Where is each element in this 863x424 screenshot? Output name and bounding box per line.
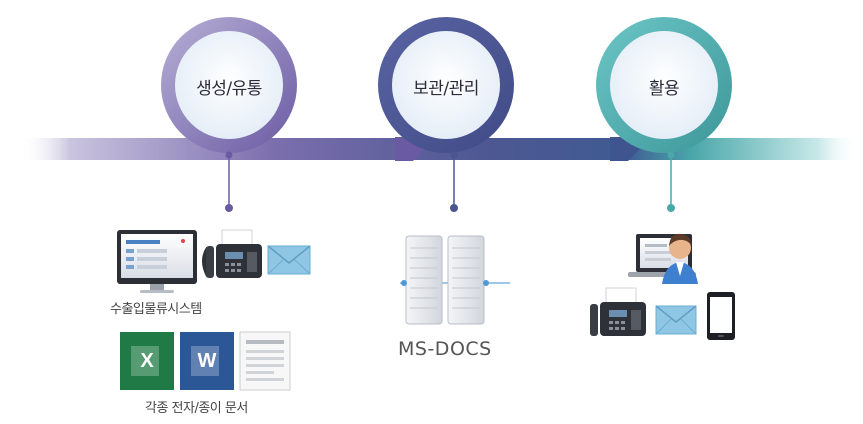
- fax-icon: [202, 229, 262, 278]
- stage-label-generation: 생성/유통: [196, 79, 262, 99]
- tablet-icon: [707, 292, 735, 340]
- caption-ms-docs: MS-DOCS: [398, 338, 492, 360]
- caption-documents: 각종 전자/종이 문서: [145, 401, 248, 416]
- email-icon-right: [655, 305, 697, 335]
- connector-right: [667, 151, 675, 212]
- fax-icon-right: [590, 287, 646, 336]
- excel-icon: [120, 332, 174, 390]
- word-page-icon: [191, 346, 219, 376]
- stage-ring-storage: [378, 17, 640, 161]
- email-icon: [267, 245, 311, 275]
- caption-export-import-system: 수출입물류시스템: [110, 302, 202, 317]
- monitor-icon: [117, 230, 197, 293]
- connector-center: [450, 151, 458, 212]
- word-letter: W: [182, 332, 232, 390]
- word-letter-text: W: [197, 349, 217, 372]
- excel-letter: X: [122, 332, 172, 390]
- server-icon: [400, 235, 510, 325]
- word-icon: [180, 332, 234, 390]
- stage-label-storage: 보관/관리: [413, 79, 479, 99]
- excel-letter-text: X: [140, 349, 154, 372]
- stage-ring-generation: [161, 17, 424, 161]
- user-laptop-icon: [628, 233, 698, 284]
- paper-document-icon: [239, 331, 291, 391]
- excel-sheet-icon: [131, 346, 159, 376]
- stage-ring-utilization: [596, 17, 732, 153]
- stage-label-utilization: 활용: [648, 79, 680, 99]
- connector-left: [225, 151, 233, 212]
